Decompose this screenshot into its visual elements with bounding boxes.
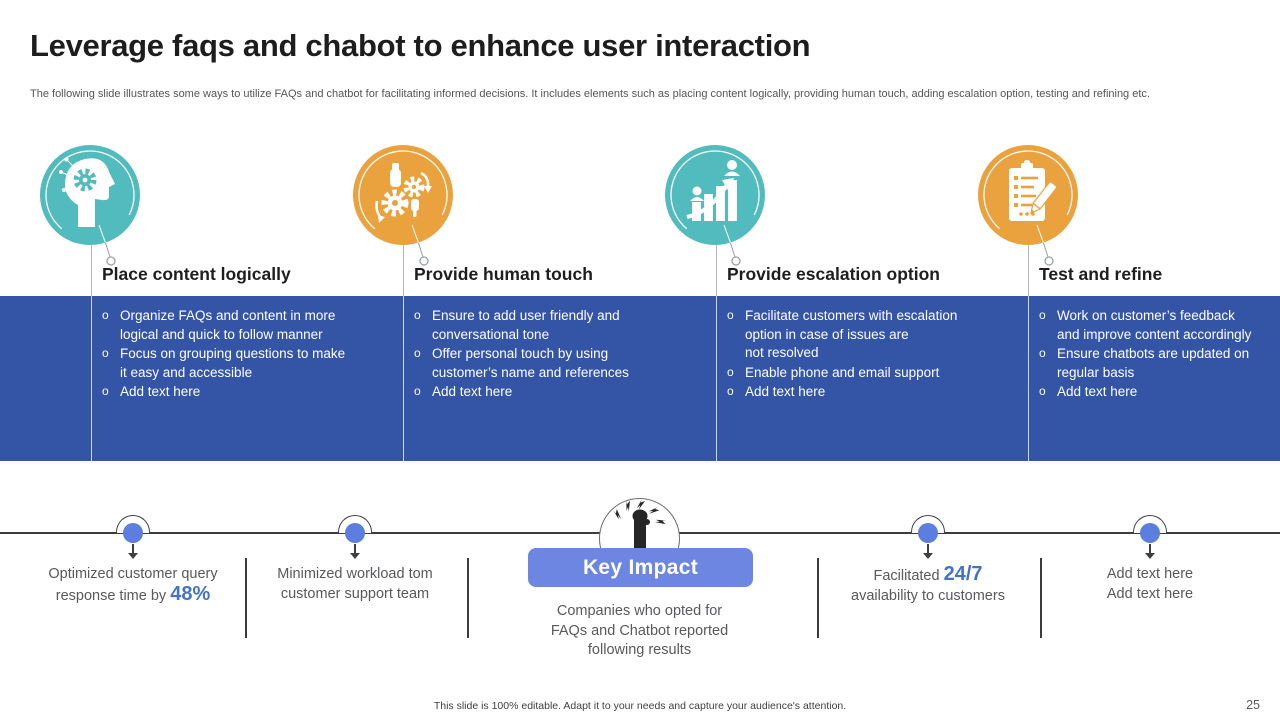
column-divider-line	[90, 296, 92, 461]
down-arrow-icon	[1149, 544, 1151, 553]
down-arrow-icon	[350, 553, 360, 559]
marker-dot	[918, 523, 938, 543]
bullet-item: Ensure to add user friendly and conversa…	[413, 306, 671, 344]
slide-subtitle: The following slide illustrates some way…	[30, 88, 1150, 100]
bullet-item: Facilitate customers with escalation opt…	[726, 306, 984, 363]
column-connector-line	[1027, 245, 1029, 296]
key-impact-button[interactable]: Key Impact	[528, 548, 753, 587]
down-arrow-icon	[132, 544, 134, 553]
bullet-item: Offer personal touch by using customer’s…	[413, 344, 671, 382]
bullet-item: Work on customer’s feedback and improve …	[1038, 306, 1276, 344]
footer-note: This slide is 100% editable. Adapt it to…	[433, 700, 847, 712]
marker-dot	[1140, 523, 1160, 543]
page-number: 25	[1246, 698, 1260, 712]
bullet-list: Organize FAQs and content in more logica…	[101, 306, 359, 403]
bullet-item: Add text here	[1038, 382, 1276, 402]
bullet-item: Organize FAQs and content in more logica…	[101, 306, 359, 344]
column-connector-line	[402, 245, 404, 296]
column-connector-line	[715, 245, 717, 296]
stat-workload: Minimized workload tom customer support …	[235, 564, 475, 604]
marker-dot	[123, 523, 143, 543]
bullet-item: Focus on grouping questions to make it e…	[101, 344, 359, 382]
column-divider-line	[402, 296, 404, 461]
column-heading: Test and refine	[1039, 264, 1163, 284]
bullet-item: Add text here	[413, 382, 671, 402]
bullet-item: Ensure chatbots are updated on regular b…	[1038, 344, 1276, 382]
stat-text: Facilitated	[873, 568, 944, 584]
page-title: Leverage faqs and chabot to enhance user…	[30, 28, 811, 63]
column-divider-line	[715, 296, 717, 461]
stat-divider	[467, 558, 469, 638]
stat-text: availability to customers	[851, 588, 1005, 604]
stat-divider	[1040, 558, 1042, 638]
stat-divider	[245, 558, 247, 638]
automation-gears-icon	[353, 145, 453, 266]
stat-highlight: 48%	[170, 583, 211, 605]
mind-gears-icon	[40, 145, 140, 266]
column-heading: Provide escalation option	[727, 264, 940, 284]
stat-text: response time by	[55, 588, 171, 604]
growth-chart-icon	[665, 145, 765, 266]
stat-divider	[817, 558, 819, 638]
marker-dot	[345, 523, 365, 543]
column-heading: Provide human touch	[414, 264, 593, 284]
stat-text: Optimized customer query	[48, 566, 218, 582]
bullet-list: Work on customer’s feedback and improve …	[1038, 306, 1276, 403]
bullet-item: Add text here	[101, 382, 359, 402]
down-arrow-icon	[1145, 553, 1155, 559]
content-band: Organize FAQs and content in more logica…	[0, 296, 1280, 461]
impact-description: Companies who opted for FAQs and Chatbot…	[550, 603, 729, 658]
down-arrow-icon	[923, 553, 933, 559]
bullet-list: Ensure to add user friendly and conversa…	[413, 306, 671, 403]
column-heading: Place content logically	[102, 264, 291, 284]
down-arrow-icon	[128, 553, 138, 559]
checklist-pencil-icon	[978, 145, 1078, 266]
stat-availability: Facilitated 24/7 availability to custome…	[808, 564, 1048, 606]
down-arrow-icon	[927, 544, 929, 553]
stat-text: Add text here	[1106, 586, 1194, 602]
column-divider-line	[1027, 296, 1029, 461]
stat-text: Minimized workload tom	[277, 566, 433, 582]
stat-text: customer support team	[280, 586, 430, 602]
bullet-item: Add text here	[726, 382, 984, 402]
down-arrow-icon	[354, 544, 356, 553]
bullet-item: Enable phone and email support	[726, 363, 984, 383]
stat-placeholder: Add text here Add text here	[1030, 564, 1270, 604]
stat-response-time: Optimized customer query response time b…	[13, 564, 253, 606]
impact-fist-icon	[611, 500, 668, 550]
stat-text: Add text here	[1106, 566, 1194, 582]
bullet-list: Facilitate customers with escalation opt…	[726, 306, 984, 403]
column-connector-line	[90, 245, 92, 296]
stat-highlight: 24/7	[943, 563, 983, 585]
